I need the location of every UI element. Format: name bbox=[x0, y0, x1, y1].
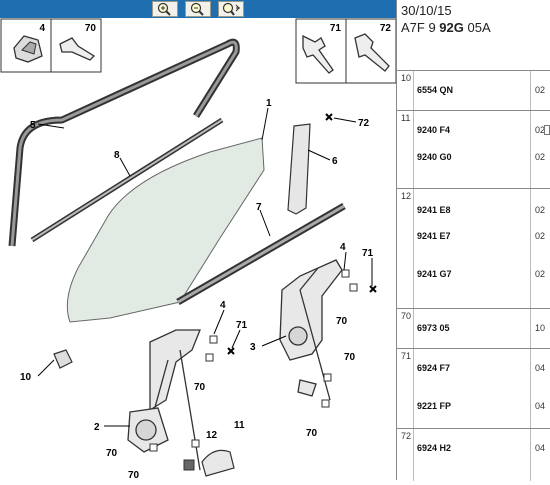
callout-70f: 70 bbox=[128, 470, 140, 480]
callout-70d: 70 bbox=[306, 428, 318, 439]
part-group-10: 10 6554 QN 02 bbox=[397, 70, 550, 111]
zoom-fit-button[interactable] bbox=[218, 1, 244, 17]
part-qty: 02 bbox=[535, 85, 546, 95]
callout-11: 11 bbox=[234, 420, 245, 431]
callout-1: 1 bbox=[266, 98, 272, 109]
part-qty: 10 bbox=[535, 323, 546, 333]
callout-71a: 71 bbox=[236, 320, 248, 331]
parts-diagram: 4 70 71 72 bbox=[0, 18, 397, 481]
inset-box-left: 4 70 bbox=[0, 18, 102, 73]
part-10-clip bbox=[53, 349, 73, 369]
zoom-out-icon bbox=[190, 2, 204, 16]
callout-10: 10 bbox=[20, 372, 32, 383]
part-6-bracket bbox=[287, 123, 311, 215]
callout-70a: 70 bbox=[336, 316, 348, 327]
exploded-view-drawing: 4 70 71 72 bbox=[0, 18, 397, 481]
callout-71b: 71 bbox=[362, 248, 374, 259]
callout-2: 2 bbox=[94, 422, 100, 433]
part-12-cap bbox=[183, 459, 195, 471]
callout-3: 3 bbox=[250, 342, 256, 353]
part-qty: 04 bbox=[535, 363, 546, 373]
catalog-reference: A7F 9 92G 05A bbox=[401, 20, 491, 35]
zoom-in-icon bbox=[157, 2, 171, 16]
part-qty: 02 bbox=[535, 231, 546, 241]
part-group-71: 71 6924 F7 04 9221 FP 04 bbox=[397, 348, 550, 429]
callout-labels: 1 2 3 4 4 5 6 7 8 10 11 12 70 70 70 70 7… bbox=[20, 98, 374, 481]
viewer-toolbar bbox=[0, 0, 396, 18]
part-ref[interactable]: 6554 QN bbox=[417, 85, 454, 95]
inset-label-right-b: 72 bbox=[380, 23, 392, 34]
inset-label-right-a: 71 bbox=[330, 23, 342, 34]
part-ref[interactable]: 9240 F4 bbox=[417, 125, 451, 135]
part-qty: 02 bbox=[535, 205, 546, 215]
callout-6: 6 bbox=[332, 156, 338, 167]
part-1-window-glass bbox=[66, 137, 265, 323]
part-qty: 04 bbox=[535, 401, 546, 411]
part-qty: 02 bbox=[535, 125, 546, 135]
fastener-squares bbox=[149, 269, 358, 452]
part-ref[interactable]: 9241 E8 bbox=[417, 205, 451, 215]
callout-4b: 4 bbox=[340, 242, 346, 253]
part-ref[interactable]: 6973 05 bbox=[417, 323, 450, 333]
part-2-window-regulator bbox=[127, 329, 201, 471]
part-ref[interactable]: 9241 G7 bbox=[417, 269, 452, 279]
callout-7: 7 bbox=[256, 202, 262, 213]
part-11-handle bbox=[201, 449, 235, 477]
cross-markers bbox=[227, 113, 377, 355]
part-group-11: 11 9240 F4 02 9240 G0 02 bbox=[397, 110, 550, 189]
part-ref[interactable]: 9241 E7 bbox=[417, 231, 451, 241]
callout-4a: 4 bbox=[220, 300, 226, 311]
inset-box-right: 71 72 bbox=[295, 18, 397, 84]
leader-lines bbox=[37, 107, 373, 427]
callout-70c: 70 bbox=[344, 352, 356, 363]
part-group-70: 70 6973 05 10 bbox=[397, 308, 550, 349]
part-ref[interactable]: 9221 FP bbox=[417, 401, 452, 411]
callout-70e: 70 bbox=[106, 448, 118, 459]
callout-72: 72 bbox=[358, 118, 370, 129]
callout-12: 12 bbox=[206, 430, 218, 441]
part-ref[interactable]: 6924 F7 bbox=[417, 363, 451, 373]
part-ref[interactable]: 6924 H2 bbox=[417, 443, 452, 453]
inset-label-left-a: 4 bbox=[39, 23, 45, 34]
part-qty: 02 bbox=[535, 152, 546, 162]
zoom-in-button[interactable] bbox=[152, 1, 178, 17]
part-qty: 02 bbox=[535, 269, 546, 279]
part-group-12: 12 9241 E8 02 9241 E7 02 9241 G7 02 bbox=[397, 188, 550, 309]
row-marker bbox=[544, 125, 550, 135]
callout-8: 8 bbox=[114, 150, 120, 161]
part-group-72: 72 6924 H2 04 bbox=[397, 428, 550, 481]
callout-5: 5 bbox=[30, 120, 36, 131]
callout-70b: 70 bbox=[194, 382, 206, 393]
inset-label-left-b: 70 bbox=[85, 23, 97, 34]
parts-list-panel: 30/10/15 A7F 9 92G 05A 10 6554 QN 02 11 … bbox=[396, 0, 550, 481]
zoom-out-button[interactable] bbox=[185, 1, 211, 17]
part-3-window-regulator bbox=[279, 259, 343, 401]
zoom-fit-icon bbox=[222, 2, 240, 16]
part-ref[interactable]: 9240 G0 bbox=[417, 152, 452, 162]
catalog-date: 30/10/15 bbox=[401, 3, 452, 18]
part-qty: 04 bbox=[535, 443, 546, 453]
